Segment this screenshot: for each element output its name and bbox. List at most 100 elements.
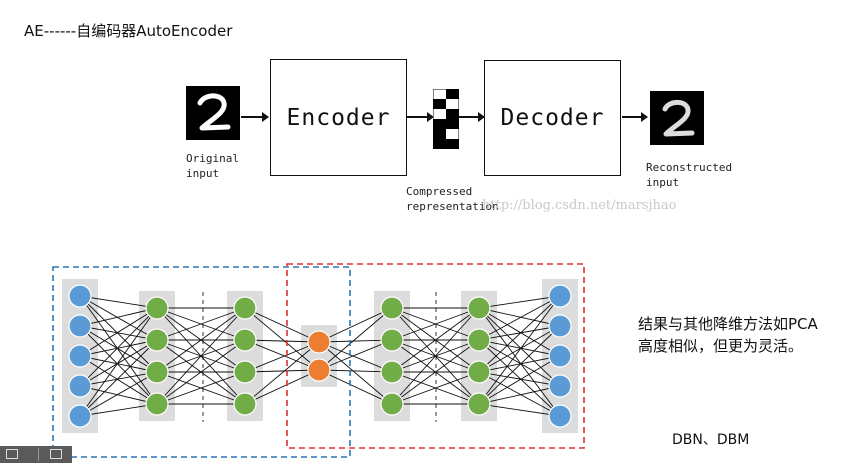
connection-line	[156, 307, 246, 341]
connection-line	[478, 339, 561, 357]
connection-line	[244, 369, 320, 373]
neuron-node	[467, 360, 491, 384]
connection-line	[79, 295, 158, 405]
connection-line	[244, 341, 320, 373]
connection-line	[478, 355, 561, 405]
connection-line	[79, 403, 158, 417]
connection-line	[244, 307, 320, 343]
connection-line	[79, 325, 158, 341]
neuron-node	[233, 392, 257, 416]
input-digit-image	[186, 86, 240, 140]
connection-line	[79, 371, 158, 417]
compressed-code-icon	[433, 89, 459, 149]
connection-line	[79, 295, 158, 373]
connection-line	[244, 369, 320, 405]
panel-icon[interactable]	[50, 449, 62, 459]
connection-line	[79, 307, 158, 417]
connection-line	[79, 307, 158, 387]
connection-line	[79, 339, 158, 357]
connection-line	[391, 371, 480, 405]
neuron-node	[145, 328, 169, 352]
neuron-node	[233, 296, 257, 320]
connection-line	[156, 307, 246, 373]
decoder-box: Decoder	[484, 60, 621, 176]
encoder-label: Encoder	[286, 104, 391, 131]
connection-line	[79, 371, 158, 387]
connection-line	[318, 307, 393, 371]
connection-line	[478, 307, 561, 417]
arrow-icon	[241, 112, 269, 122]
connection-line	[244, 341, 320, 405]
connection-line	[478, 403, 561, 417]
connection-line	[156, 307, 246, 405]
neuron-node	[68, 284, 92, 308]
connection-line	[478, 339, 561, 417]
arrow-icon	[406, 112, 434, 122]
neuron-node	[233, 360, 257, 384]
note-line-1: 结果与其他降维方法如PCA	[638, 315, 818, 333]
connection-line	[244, 339, 320, 371]
page-title: AE------自编码器AutoEncoder	[24, 22, 233, 40]
connection-line	[478, 371, 561, 387]
grid-icon[interactable]	[6, 449, 18, 459]
connection-line	[318, 341, 393, 373]
neuron-node	[467, 328, 491, 352]
connection-line	[318, 369, 393, 373]
connection-line	[478, 307, 561, 387]
connection-line	[478, 295, 561, 373]
note-line-2: 高度相似，但更为灵活。	[638, 337, 804, 355]
connection-line	[318, 307, 393, 343]
connection-line	[79, 385, 158, 405]
digit-two-icon	[662, 99, 695, 137]
connection-line	[318, 341, 393, 405]
connection-line	[79, 307, 158, 327]
neuron-node	[145, 360, 169, 384]
neuron-node	[380, 392, 404, 416]
connection-line	[79, 339, 158, 417]
connection-line	[478, 295, 561, 341]
connection-line	[79, 355, 158, 373]
neuron-node	[68, 374, 92, 398]
neuron-node	[467, 392, 491, 416]
encoder-region-box	[52, 266, 351, 458]
connection-line	[318, 369, 393, 405]
connection-line	[391, 307, 480, 405]
connection-line	[391, 307, 480, 373]
connection-line	[156, 339, 246, 405]
neuron-node	[467, 296, 491, 320]
dbn-note: DBN、DBM	[672, 432, 750, 448]
neuron-node	[548, 374, 572, 398]
connection-line	[478, 307, 561, 327]
neuron-node	[68, 404, 92, 428]
neuron-node	[233, 328, 257, 352]
connection-line	[79, 339, 158, 387]
neuron-node	[548, 344, 572, 368]
connection-line	[478, 307, 561, 357]
connection-line	[478, 325, 561, 405]
neuron-node	[307, 358, 331, 382]
connection-line	[318, 339, 393, 371]
neuron-node	[68, 344, 92, 368]
arrow-icon	[622, 112, 648, 122]
neuron-node	[68, 314, 92, 338]
connection-line	[79, 295, 158, 341]
connection-line	[478, 371, 561, 417]
connection-line	[478, 355, 561, 373]
watermark: http://blog.csdn.net/marsjhao	[482, 198, 677, 213]
neuron-node	[548, 404, 572, 428]
connection-line	[79, 325, 158, 405]
output-digit-image	[650, 91, 704, 145]
neuron-node	[380, 328, 404, 352]
decoder-label: Decoder	[500, 105, 605, 131]
connection-line	[79, 307, 158, 357]
neuron-node	[548, 284, 572, 308]
toolbar-divider	[38, 448, 39, 461]
neuron-node	[380, 296, 404, 320]
connection-line	[79, 295, 158, 309]
connection-line	[156, 371, 246, 405]
arrow-icon	[459, 112, 485, 122]
neuron-node	[380, 360, 404, 384]
neuron-node	[307, 330, 331, 354]
neuron-node	[145, 296, 169, 320]
connection-line	[478, 325, 561, 341]
